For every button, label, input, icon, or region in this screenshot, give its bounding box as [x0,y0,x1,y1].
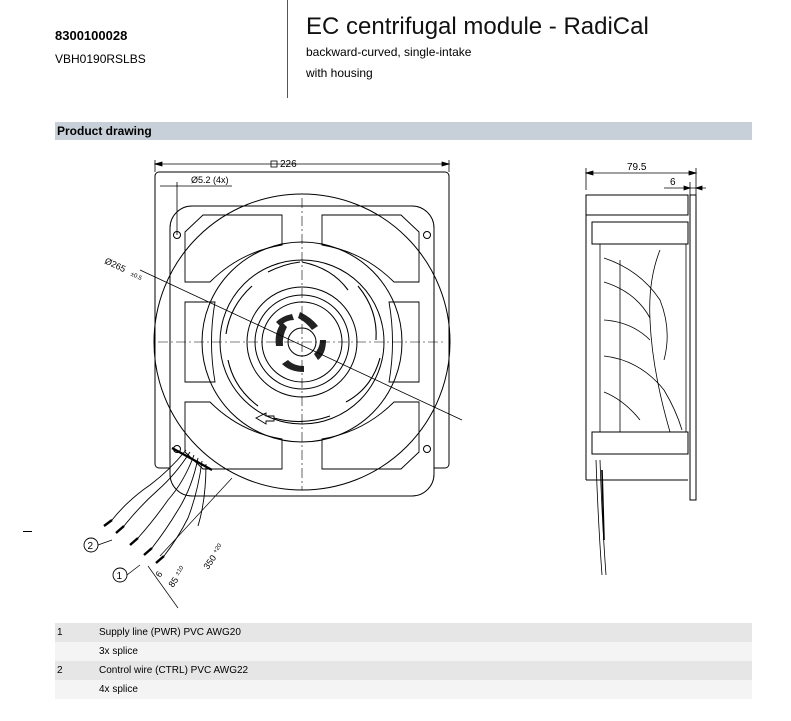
dimension-strip-length: 6 [153,569,164,579]
legend-number: 2 [55,661,97,680]
svg-text:±10: ±10 [175,565,186,577]
callout-1: 1 [112,564,141,583]
legend-table: 1 Supply line (PWR) PVC AWG20 3x splice … [55,623,752,699]
part-number: 8300100028 [55,28,128,43]
side-view [585,194,697,576]
dimension-lead-long: 350 +20 [201,542,224,571]
front-view [139,171,463,497]
product-subtitle-1: backward-curved, single-intake [306,45,472,59]
svg-text:6: 6 [153,569,164,579]
legend-text: Control wire (CTRL) PVC AWG22 [97,661,752,680]
hub-blades [275,312,326,372]
svg-text:85: 85 [166,575,180,589]
svg-text:2: 2 [88,541,94,552]
product-identification: 8300100028 VBH0190RSLBS [55,28,146,67]
type-code: VBH0190RSLBS [55,52,146,66]
impeller-blades [225,261,381,423]
legend-row: 3x splice [55,642,752,661]
cables [103,447,213,564]
margin-mark [23,531,32,532]
svg-text:1: 1 [117,571,123,582]
legend-text: Supply line (PWR) PVC AWG20 [97,623,752,642]
dimension-lead-short: 85 ±10 [166,565,186,590]
side-dimensions [584,168,706,195]
section-header-product-drawing: Product drawing [55,122,752,140]
product-description: EC centrifugal module - RadiCal backward… [306,12,649,84]
dimension-square: 226 [280,159,297,170]
svg-text:Ø265: Ø265 [103,256,127,274]
front-dimensions [153,160,451,235]
legend-number: 1 [55,623,97,642]
legend-row: 2 Control wire (CTRL) PVC AWG22 [55,661,752,680]
callout-2: 2 [83,537,113,553]
header-divider [287,0,288,98]
dimension-hole: Ø5.2 (4x) [191,175,229,185]
dimension-flange: 6 [670,177,676,188]
legend-number [55,680,97,699]
legend-row: 1 Supply line (PWR) PVC AWG20 [55,623,752,642]
product-title: EC centrifugal module - RadiCal [306,13,649,40]
legend-text: 3x splice [97,642,752,661]
product-subtitle-2: with housing [306,66,373,80]
svg-text:±0.5: ±0.5 [129,272,143,283]
legend-number [55,642,97,661]
svg-text:350: 350 [201,553,218,571]
legend-text: 4x splice [97,680,752,699]
product-drawing: 226 Ø5.2 (4x) Ø265 ±0.5 6 85 ±10 350 +20 [83,159,706,609]
legend-row: 4x splice [55,680,752,699]
dimension-diameter: Ø265 ±0.5 [103,256,143,283]
dimension-depth: 79.5 [627,162,647,173]
svg-text:+20: +20 [213,542,224,554]
